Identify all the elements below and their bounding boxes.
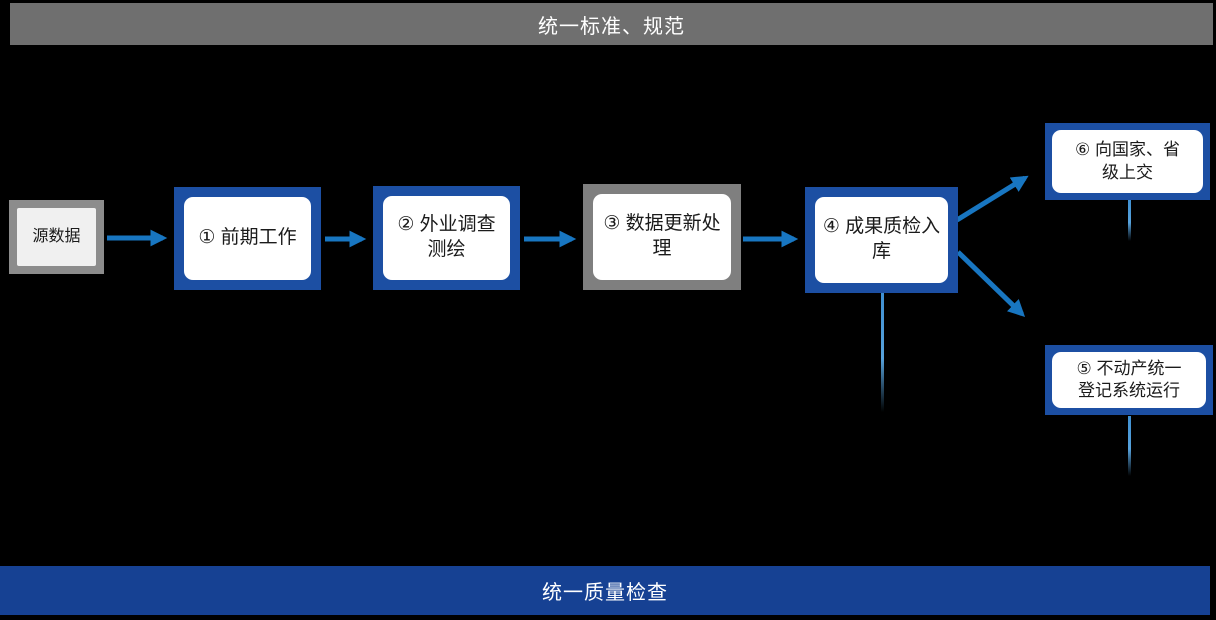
node-step4-quality-check-warehousing: ④ 成果质检入 库 (805, 187, 958, 293)
connector-step5-down (1128, 416, 1131, 476)
top-banner: 统一标准、规范 (10, 3, 1213, 45)
node-step1-label: ① 前期工作 (184, 197, 311, 280)
bottom-banner-label: 统一质量检查 (542, 582, 668, 604)
node-step6-submit-to-national-provincial: ⑥ 向国家、省 级上交 (1045, 123, 1210, 200)
node-step2-label: ② 外业调查 测绘 (383, 196, 510, 280)
node-source-data: 源数据 (9, 200, 104, 274)
bottom-banner: 统一质量检查 (0, 566, 1210, 615)
node-step5-registration-system-operation: ⑤ 不动产统一 登记系统运行 (1045, 345, 1213, 415)
connector-step4-down (881, 293, 884, 412)
node-step4-label: ④ 成果质检入 库 (815, 197, 948, 283)
node-step2-field-survey-mapping: ② 外业调查 测绘 (373, 186, 520, 290)
node-step6-label: ⑥ 向国家、省 级上交 (1052, 130, 1203, 193)
node-step5-label: ⑤ 不动产统一 登记系统运行 (1052, 352, 1206, 408)
arrow-step4-to-step6 (955, 175, 1029, 223)
top-banner-label: 统一标准、规范 (538, 15, 685, 38)
node-step3-data-update-processing: ③ 数据更新处 理 (583, 184, 741, 290)
node-step1-preliminary-work: ① 前期工作 (174, 187, 321, 290)
arrow-step4-to-step5 (956, 250, 1026, 317)
node-source-data-label: 源数据 (17, 208, 96, 266)
connector-step6-down (1128, 200, 1131, 241)
node-step3-label: ③ 数据更新处 理 (593, 194, 731, 280)
